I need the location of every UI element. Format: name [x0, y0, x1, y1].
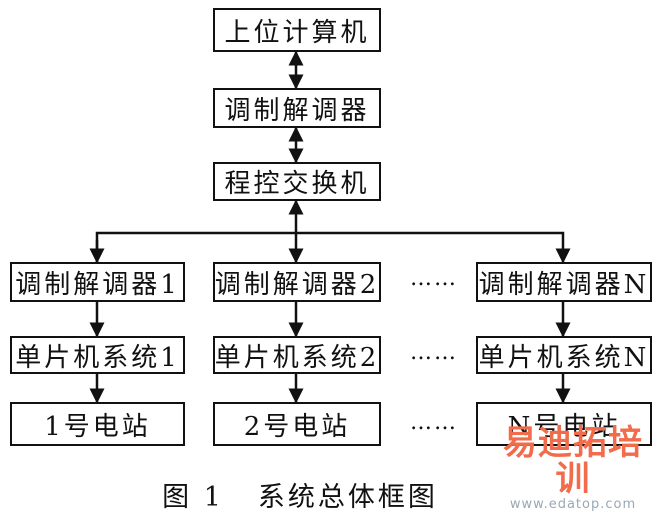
switch-label: 程控交换机: [224, 169, 370, 199]
ellipsis-row-2: ……: [410, 340, 458, 365]
station-n-box: N号电站: [476, 402, 652, 446]
station-2-box: 2号电站: [213, 402, 381, 446]
modem-label: 调制解调器: [224, 95, 370, 126]
station-2-label: 2号电站: [243, 411, 351, 442]
mcu-2-box: 单片机系统2: [213, 336, 381, 374]
switch-box: 程控交换机: [213, 162, 381, 201]
mcu-1-label: 单片机系统1: [15, 342, 180, 373]
station-n-label: N号电站: [507, 411, 621, 442]
modem-box: 调制解调器: [213, 88, 381, 128]
modem-n-box: 调制解调器N: [476, 262, 652, 302]
station-1-label: 1号电站: [44, 411, 151, 442]
figure-title: 系统总体框图: [257, 482, 438, 513]
modem-1-label: 调制解调器1: [15, 269, 180, 300]
modem-2-box: 调制解调器2: [213, 262, 381, 302]
ellipsis-row-3: ……: [410, 410, 458, 435]
mcu-1-box: 单片机系统1: [10, 336, 185, 374]
mcu-n-box: 单片机系统N: [476, 336, 652, 374]
mcu-2-label: 单片机系统2: [214, 342, 380, 373]
mcu-n-label: 单片机系统N: [478, 342, 650, 373]
station-1-box: 1号电站: [10, 402, 185, 446]
modem-1-box: 调制解调器1: [10, 262, 185, 302]
watermark-logo: 易迪拓培训 www.edatop.com: [493, 425, 653, 512]
modem-n-label: 调制解调器N: [478, 269, 650, 300]
host-computer-box: 上位计算机: [213, 8, 381, 52]
figure-caption: 图 1 系统总体框图: [0, 475, 600, 514]
watermark-url: www.edatop.com: [509, 497, 637, 512]
modem-2-label: 调制解调器2: [214, 269, 380, 300]
ellipsis-row-1: ……: [410, 266, 458, 291]
watermark-text: 易迪拓培训: [503, 423, 643, 499]
figure-number: 图 1: [162, 482, 224, 513]
host-computer-label: 上位计算机: [224, 17, 370, 48]
bus-line: [95, 231, 571, 264]
